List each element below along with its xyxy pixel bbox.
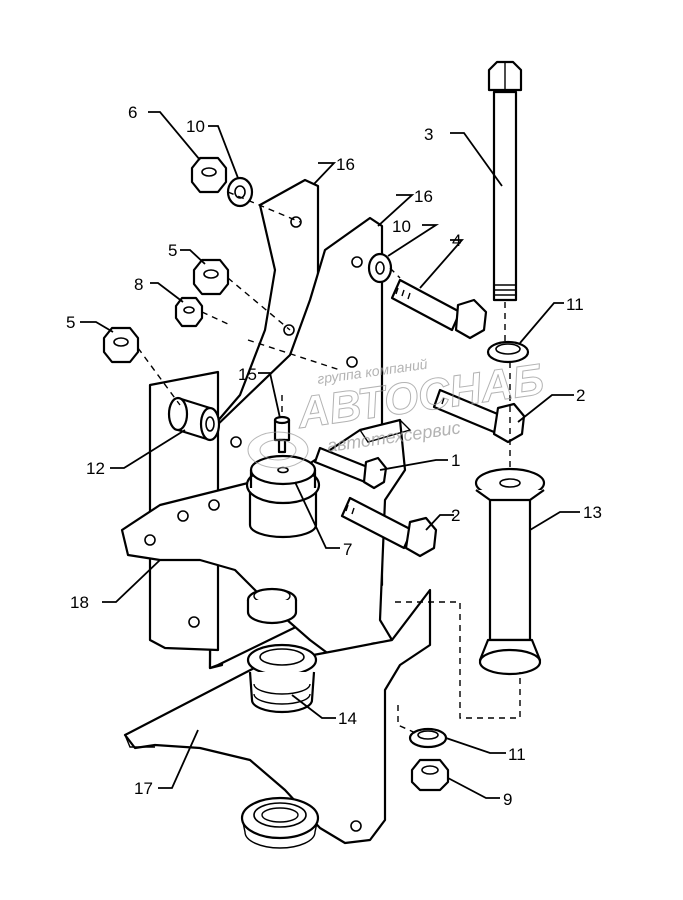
nut-5-lower — [102, 326, 140, 364]
lock-washer-11-lower — [408, 727, 448, 749]
callout-2-upper: 2 — [576, 386, 585, 405]
callout-2-lower: 2 — [451, 506, 460, 525]
bolt-3 — [487, 60, 523, 345]
bolt-1 — [313, 446, 388, 490]
grease-fitting-15 — [273, 395, 291, 454]
callout-11-upper: 11 — [566, 295, 584, 314]
nut-6 — [190, 156, 228, 194]
lock-washer-11-upper — [486, 340, 530, 364]
callout-5-lower: 5 — [66, 313, 75, 332]
washer-10-upper — [226, 176, 254, 208]
nut-5-upper — [192, 258, 230, 296]
bushing-bottom — [240, 796, 320, 849]
bolt-4 — [390, 278, 488, 340]
nut-8 — [174, 296, 204, 328]
callout-5-upper: 5 — [168, 241, 177, 260]
callout-17: 17 — [134, 779, 153, 798]
callout-6: 6 — [128, 103, 137, 122]
assembly-lines — [137, 191, 521, 736]
callout-4: 4 — [452, 231, 461, 250]
callout-1: 1 — [451, 451, 460, 470]
bushing-14-upper — [246, 587, 298, 625]
callout-18: 18 — [70, 593, 89, 612]
callout-10-lower: 10 — [392, 217, 411, 236]
bolt-2-upper — [432, 388, 526, 444]
callout-3: 3 — [424, 125, 433, 144]
callout-16-rear: 16 — [336, 155, 355, 174]
callout-10-upper: 10 — [186, 117, 205, 136]
nut-9 — [410, 758, 450, 792]
pin-13 — [474, 467, 546, 676]
callout-14: 14 — [338, 709, 357, 728]
bushing-14-lower — [246, 643, 318, 714]
callout-labels: 6 10 16 16 10 4 3 5 8 5 11 15 2 1 12 2 1… — [66, 103, 602, 809]
callout-9: 9 — [503, 790, 512, 809]
washer-10-lower — [367, 252, 393, 284]
callout-12: 12 — [86, 459, 105, 478]
callout-13: 13 — [583, 503, 602, 522]
callout-16-front: 16 — [414, 187, 433, 206]
callout-15: 15 — [238, 365, 257, 384]
leader-lines — [80, 111, 580, 799]
bracket-17 — [123, 588, 432, 845]
callout-8: 8 — [134, 275, 143, 294]
callout-11-lower: 11 — [508, 745, 526, 764]
spacer-tube-12 — [167, 396, 221, 442]
callout-7: 7 — [343, 540, 352, 559]
